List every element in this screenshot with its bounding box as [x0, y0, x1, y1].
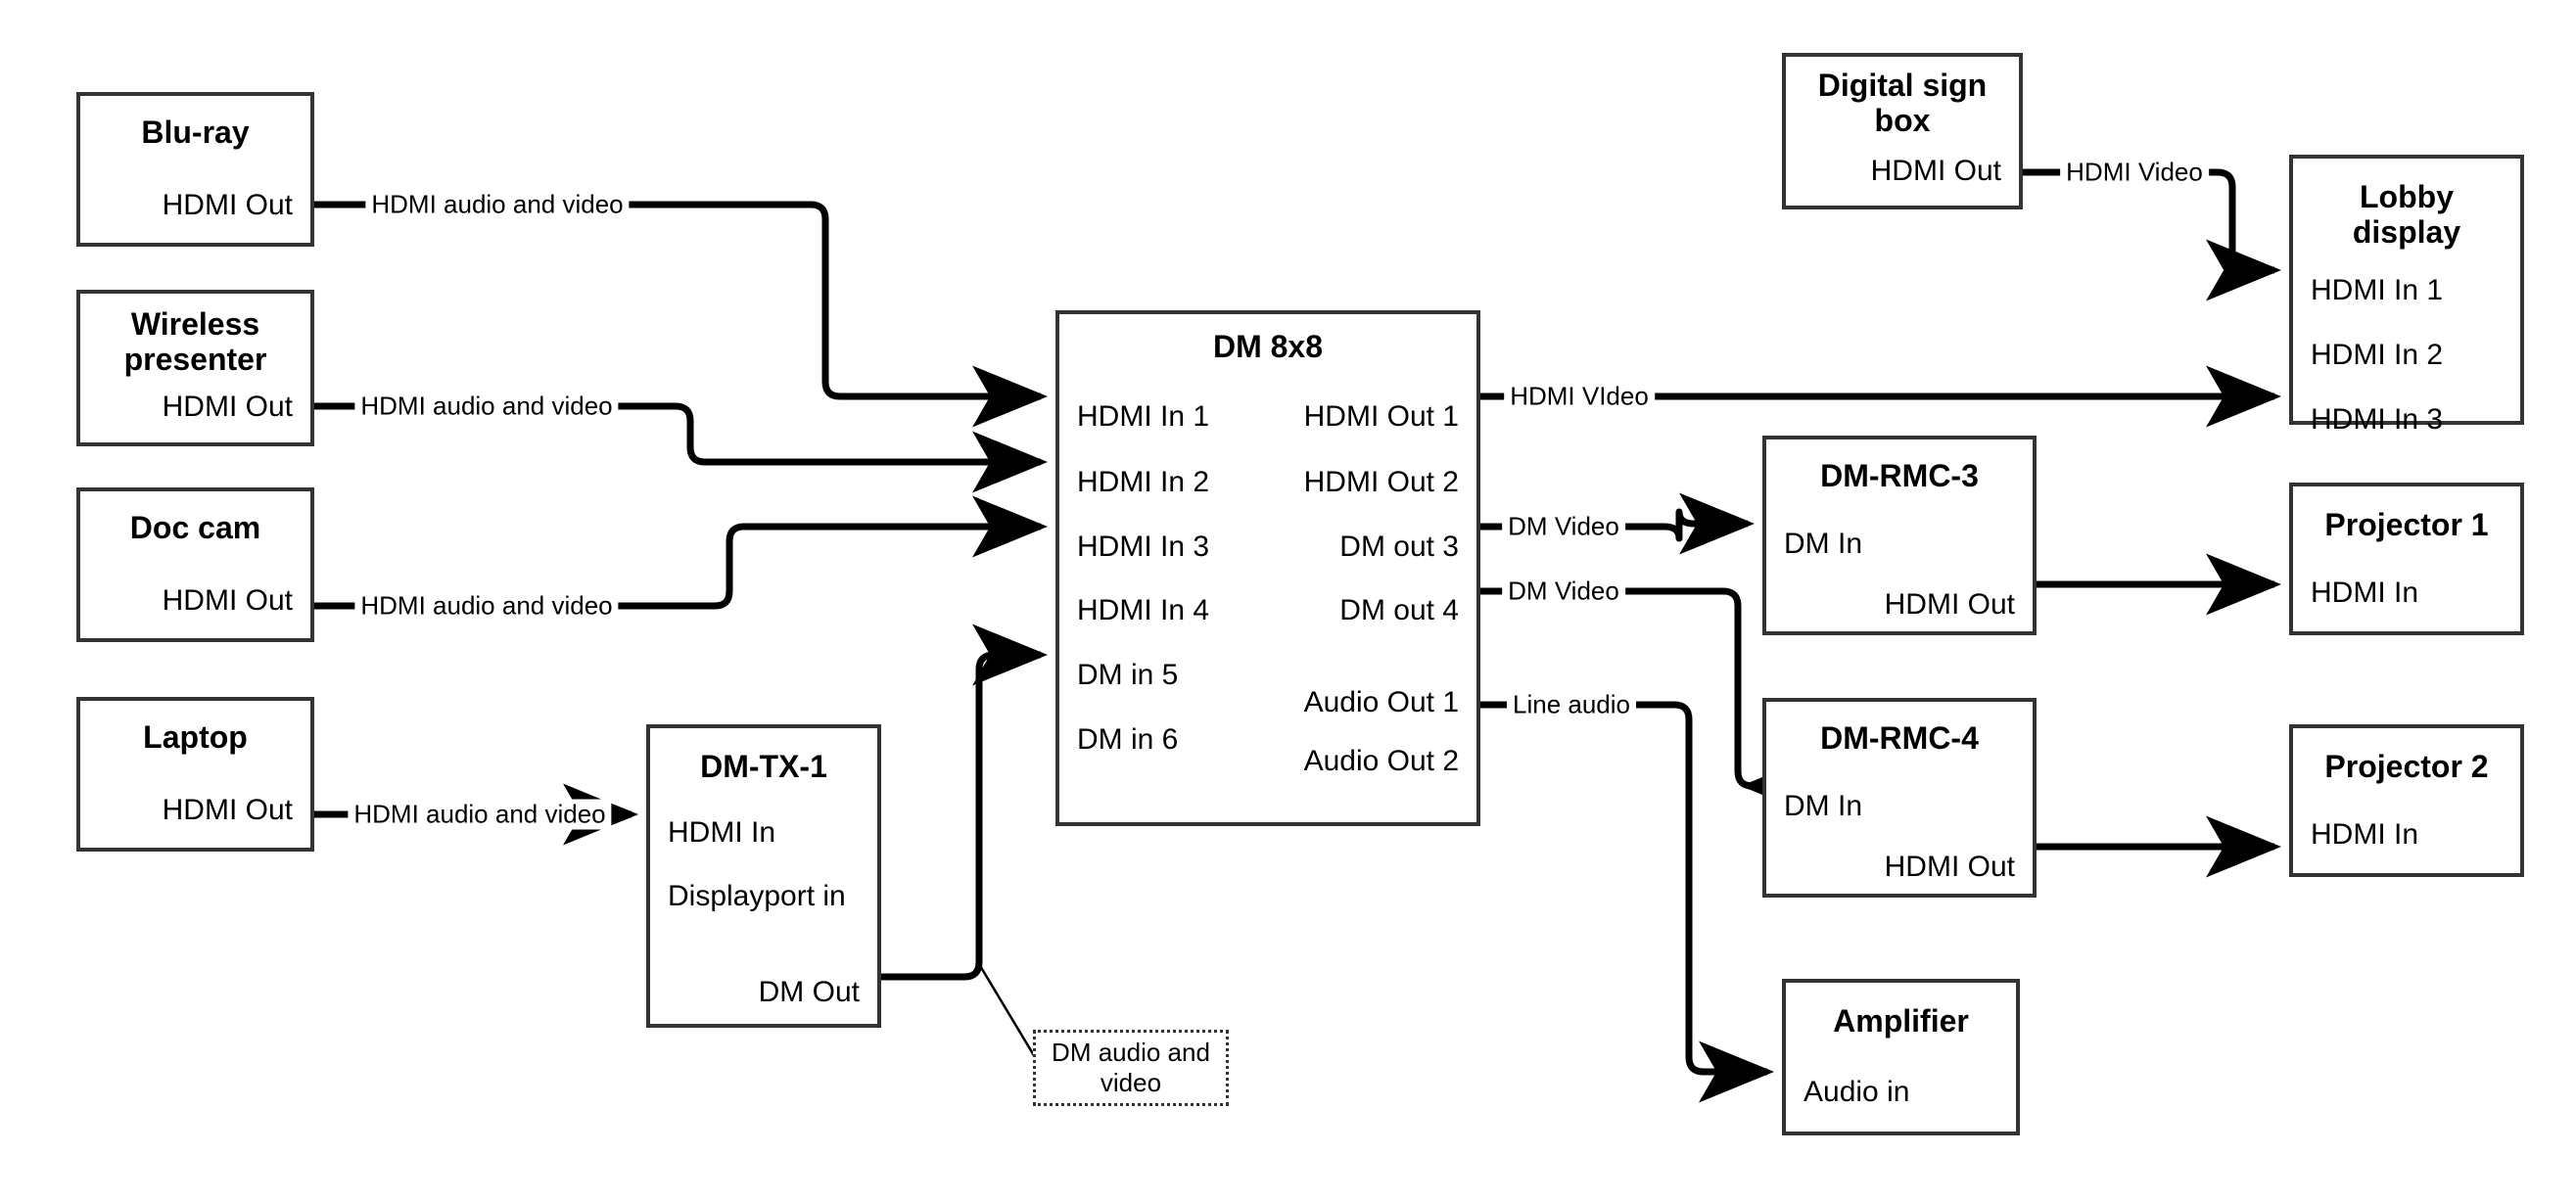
- port-dm-8x8-dm-in-5[interactable]: DM in 5: [1077, 659, 1179, 691]
- device-title-projector-1: Projector 1: [2324, 507, 2489, 542]
- connection-dm-tx-1-to-dm-in-5: [881, 624, 1048, 981]
- wire-label-digital-sign-to-lobby-hdmi-in-1: HDMI Video: [2060, 157, 2209, 188]
- device-box-projector-1[interactable]: Projector 1 HDMI In: [2289, 483, 2524, 635]
- port-doc-cam-hdmi-out[interactable]: HDMI Out: [162, 584, 293, 617]
- port-dm-8x8-hdmi-in-1[interactable]: HDMI In 1: [1077, 400, 1210, 433]
- wire-label-bluray-to-hdmi-in-1: HDMI audio and video: [365, 189, 630, 220]
- wire-label-dm-out-3-to-dm-rmc-3: DM Video: [1502, 511, 1625, 542]
- port-digital-sign-box-hdmi-out[interactable]: HDMI Out: [1870, 155, 2001, 187]
- port-dm-8x8-hdmi-in-3[interactable]: HDMI In 3: [1077, 531, 1210, 563]
- port-dm-rmc-4-hdmi-out[interactable]: HDMI Out: [1884, 851, 2015, 883]
- port-lobby-display-hdmi-in-3[interactable]: HDMI In 3: [2311, 403, 2444, 436]
- port-dm-8x8-audio-out-1[interactable]: Audio Out 1: [1303, 686, 1459, 718]
- port-dm-8x8-dm-out-3[interactable]: DM out 3: [1339, 531, 1459, 563]
- port-dm-rmc-4-dm-in[interactable]: DM In: [1784, 790, 1863, 822]
- port-dm-8x8-hdmi-in-2[interactable]: HDMI In 2: [1077, 466, 1210, 498]
- port-dm-tx-1-hdmi-in[interactable]: HDMI In: [668, 816, 776, 849]
- device-title-amplifier: Amplifier: [1833, 1003, 1969, 1039]
- port-dm-8x8-dm-out-4[interactable]: DM out 4: [1339, 594, 1459, 626]
- device-title-doc-cam: Doc cam: [129, 510, 261, 545]
- port-laptop-hdmi-out[interactable]: HDMI Out: [162, 794, 293, 826]
- wire-label-audio-out-1-to-amplifier: Line audio: [1507, 689, 1636, 720]
- device-box-dm-rmc-3[interactable]: DM-RMC-3 DM In HDMI Out: [1762, 436, 2037, 635]
- device-title-wireless-presenter: Wireless presenter: [123, 306, 267, 377]
- device-title-laptop: Laptop: [143, 719, 248, 755]
- port-dm-8x8-dm-in-6[interactable]: DM in 6: [1077, 723, 1179, 756]
- port-dm-tx-1-dm-out[interactable]: DM Out: [758, 976, 860, 1008]
- device-box-projector-2[interactable]: Projector 2 HDMI In: [2289, 724, 2524, 877]
- connection-audio-out-1-to-amplifier: [1480, 701, 1774, 1103]
- callout-text: DM audio and video: [1052, 1038, 1210, 1097]
- device-title-lobby-display: Lobby display: [2352, 179, 2461, 250]
- device-title-bluray: Blu-ray: [141, 115, 250, 150]
- wire-label-hdmi-out-1-to-lobby-hdmi-in-3: HDMI VIdeo: [1504, 381, 1655, 412]
- port-bluray-hdmi-out[interactable]: HDMI Out: [162, 189, 293, 221]
- wire-label-laptop-to-dm-tx-1: HDMI audio and video: [348, 799, 612, 830]
- port-dm-8x8-hdmi-out-2[interactable]: HDMI Out 2: [1303, 466, 1459, 498]
- device-title-digital-sign-box: Digital sign box: [1817, 68, 1988, 138]
- device-box-dm-rmc-4[interactable]: DM-RMC-4 DM In HDMI Out: [1762, 698, 2037, 898]
- port-lobby-display-hdmi-in-1[interactable]: HDMI In 1: [2311, 274, 2444, 306]
- wire-label-wireless-presenter-to-hdmi-in-2: HDMI audio and video: [354, 391, 619, 422]
- port-dm-tx-1-displayport-in[interactable]: Displayport in: [668, 880, 846, 912]
- port-amplifier-audio-in[interactable]: Audio in: [1803, 1076, 1910, 1108]
- connection-dm-out-4-to-dm-rmc-4: [1480, 587, 1816, 817]
- wire-label-dm-out-4-to-dm-rmc-4: DM Video: [1502, 576, 1625, 607]
- port-projector-1-hdmi-in[interactable]: HDMI In: [2311, 577, 2419, 609]
- device-title-dm-8x8: DM 8x8: [1212, 329, 1324, 364]
- device-title-dm-tx-1: DM-TX-1: [700, 749, 827, 784]
- connection-callout-leader: [977, 963, 1040, 1063]
- port-lobby-display-hdmi-in-2[interactable]: HDMI In 2: [2311, 339, 2444, 371]
- device-title-dm-rmc-3: DM-RMC-3: [1820, 458, 1979, 493]
- port-dm-rmc-3-dm-in[interactable]: DM In: [1784, 528, 1863, 560]
- connection-bluray-to-hdmi-in-1: [314, 201, 1048, 428]
- device-title-projector-2: Projector 2: [2324, 749, 2489, 784]
- port-projector-2-hdmi-in[interactable]: HDMI In: [2311, 818, 2419, 851]
- wire-label-doc-cam-to-hdmi-in-3: HDMI audio and video: [354, 590, 619, 622]
- device-title-dm-rmc-4: DM-RMC-4: [1820, 720, 1979, 756]
- port-dm-8x8-hdmi-in-4[interactable]: HDMI In 4: [1077, 594, 1210, 626]
- port-dm-rmc-3-hdmi-out[interactable]: HDMI Out: [1884, 588, 2015, 621]
- callout-dm-audio-video-callout: DM audio and video: [1033, 1030, 1229, 1106]
- port-dm-8x8-audio-out-2[interactable]: Audio Out 2: [1303, 745, 1459, 777]
- port-dm-8x8-hdmi-out-1[interactable]: HDMI Out 1: [1303, 400, 1459, 433]
- port-wireless-presenter-hdmi-out[interactable]: HDMI Out: [162, 391, 293, 423]
